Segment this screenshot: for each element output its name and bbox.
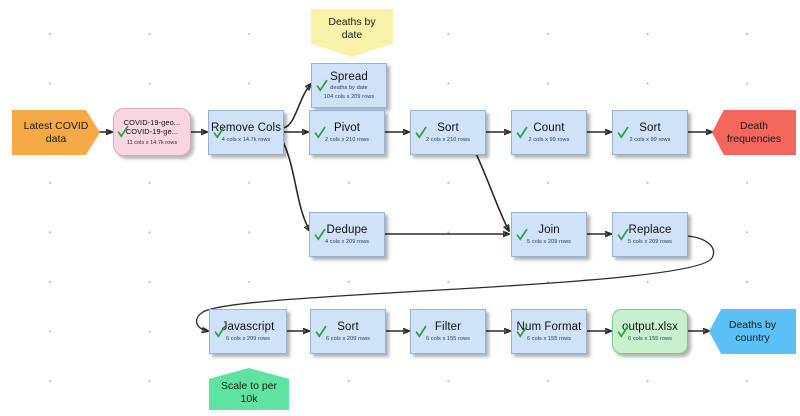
node-title: output.xlsx bbox=[621, 321, 679, 333]
node-meta: 6 cols x 155 rows bbox=[627, 336, 673, 342]
green-check-icon bbox=[415, 325, 427, 339]
node-join[interactable]: Join 5 cols x 209 rows bbox=[511, 212, 587, 257]
banner-deaths-by-country-label: Deaths by country bbox=[728, 319, 777, 344]
node-title: Spread bbox=[330, 71, 368, 83]
green-check-icon bbox=[415, 126, 427, 140]
node-title: Pivot bbox=[333, 122, 361, 134]
green-check-icon bbox=[617, 325, 629, 339]
node-pivot[interactable]: Pivot 2 cols x 210 rows bbox=[309, 110, 385, 155]
green-check-icon bbox=[516, 228, 528, 242]
green-check-icon bbox=[117, 125, 129, 139]
green-check-icon bbox=[617, 228, 629, 242]
node-meta: 5 cols x 209 rows bbox=[526, 239, 572, 245]
node-sort-3[interactable]: Sort 6 cols x 209 rows bbox=[310, 309, 386, 354]
node-title: Join bbox=[538, 224, 560, 236]
node-meta: 6 cols x 209 rows bbox=[225, 336, 271, 342]
node-remove-cols[interactable]: Remove Cols 4 cols x 14.7k rows bbox=[208, 110, 284, 155]
node-title: Filter bbox=[434, 321, 462, 333]
node-meta: 2 cols x 99 rows bbox=[629, 137, 671, 143]
node-meta: 104 cols x 209 rows bbox=[323, 94, 375, 100]
node-title: Sort bbox=[437, 122, 459, 134]
node-title: Num Format bbox=[516, 321, 582, 333]
edge-sort1-to-join bbox=[472, 146, 509, 231]
node-num-format[interactable]: Num Format 6 cols x 155 rows bbox=[511, 309, 587, 354]
file-name-line-2: COVID-19-ge... bbox=[125, 127, 179, 136]
node-covid-source-file[interactable]: COVID-19-geo... COVID-19-ge... 11 cols x… bbox=[113, 108, 191, 156]
green-check-icon bbox=[214, 325, 226, 339]
note-scale-to-per-10k-label: Scale to per 10k bbox=[220, 380, 278, 405]
node-sort-1[interactable]: Sort 2 cols x 210 rows bbox=[410, 110, 486, 155]
green-check-icon bbox=[516, 126, 528, 140]
green-check-icon bbox=[314, 228, 326, 242]
banner-death-frequencies[interactable]: Death frequencies bbox=[712, 110, 796, 155]
edge-remove-cols-to-dedupe bbox=[282, 141, 310, 231]
banner-deaths-by-country[interactable]: Deaths by country bbox=[709, 309, 796, 354]
node-meta: 4 cols x 209 rows bbox=[324, 239, 370, 245]
node-meta: 2 cols x 210 rows bbox=[324, 137, 370, 143]
banner-latest-covid-data[interactable]: Latest COVID data bbox=[12, 110, 100, 155]
file-name-line-1: COVID-19-geo... bbox=[123, 117, 181, 127]
node-replace[interactable]: Replace 5 cols x 209 rows bbox=[612, 212, 688, 257]
note-deaths-by-date-label: Deaths by date bbox=[328, 16, 376, 41]
node-meta: 2 cols x 210 rows bbox=[425, 137, 471, 143]
node-meta: 6 cols x 209 rows bbox=[325, 336, 371, 342]
node-meta: 5 cols x 209 rows bbox=[627, 239, 673, 245]
green-check-icon bbox=[315, 325, 327, 339]
node-title: Count bbox=[533, 122, 565, 134]
green-check-icon bbox=[316, 79, 328, 93]
banner-latest-covid-data-label: Latest COVID data bbox=[23, 120, 89, 145]
node-meta: 4 cols x 14.7k rows bbox=[221, 137, 271, 143]
green-check-icon bbox=[314, 126, 326, 140]
node-count[interactable]: Count 2 cols x 99 rows bbox=[511, 110, 587, 155]
node-title: Sort bbox=[337, 321, 359, 333]
node-subtitle: deaths by date bbox=[330, 85, 368, 91]
node-meta: 2 cols x 99 rows bbox=[528, 137, 570, 143]
banner-death-frequencies-label: Death frequencies bbox=[726, 120, 782, 145]
node-title: Javascript bbox=[221, 321, 275, 333]
node-title: Sort bbox=[639, 122, 661, 134]
note-scale-to-per-10k[interactable]: Scale to per 10k bbox=[209, 368, 289, 410]
node-output-xlsx[interactable]: output.xlsx 6 cols x 155 rows bbox=[612, 309, 688, 354]
node-title: Remove Cols bbox=[210, 122, 282, 134]
node-filter[interactable]: Filter 6 cols x 155 rows bbox=[410, 309, 486, 354]
note-deaths-by-date[interactable]: Deaths by date bbox=[311, 9, 393, 57]
file-row-count: 11 cols x 14.7k rows bbox=[126, 139, 178, 146]
node-spread[interactable]: Spread deaths by date 104 cols x 209 row… bbox=[311, 63, 387, 108]
node-title: Replace bbox=[628, 224, 672, 236]
node-dedupe[interactable]: Dedupe 4 cols x 209 rows bbox=[309, 212, 385, 257]
node-javascript[interactable]: Javascript 6 cols x 209 rows bbox=[209, 309, 287, 354]
edge-remove-cols-to-spread bbox=[282, 84, 311, 129]
green-check-icon bbox=[617, 126, 629, 140]
node-sort-2[interactable]: Sort 2 cols x 99 rows bbox=[612, 110, 688, 155]
node-meta: 6 cols x 155 rows bbox=[526, 336, 572, 342]
node-title: Dedupe bbox=[326, 224, 368, 236]
green-check-icon bbox=[516, 325, 528, 339]
node-meta: 6 cols x 155 rows bbox=[425, 336, 471, 342]
green-check-icon bbox=[213, 126, 225, 140]
